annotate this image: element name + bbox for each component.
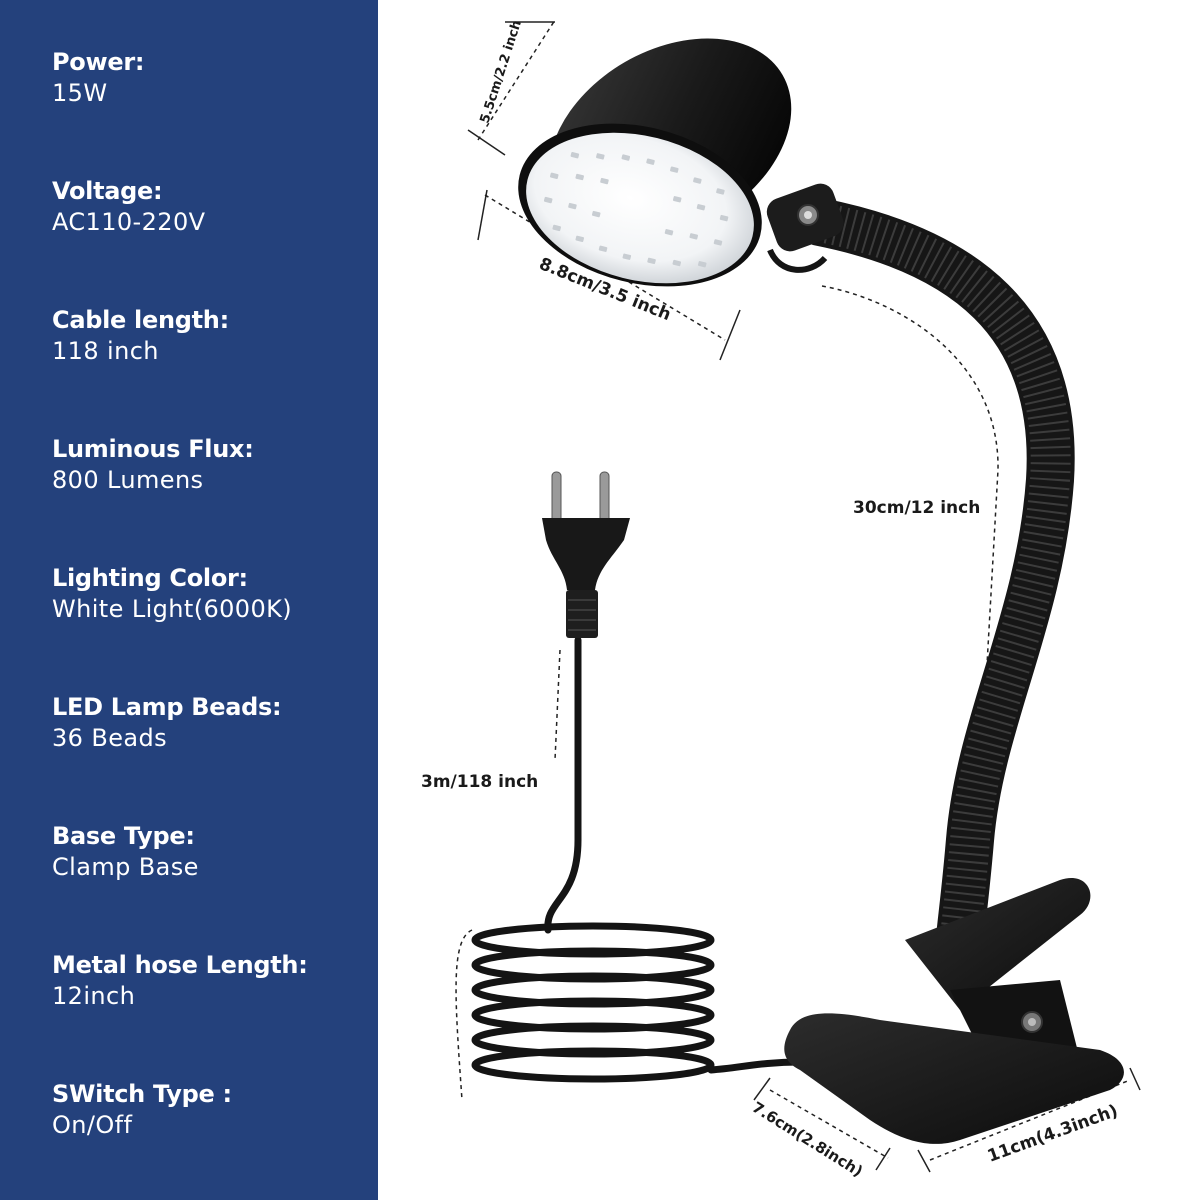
dimension-cable-length: 3m/118 inch [421, 772, 538, 792]
dimension-clamp-width: 7.6cm(2.8inch) [749, 1098, 866, 1180]
spec-lighting-color: Lighting Color: White Light(6000K) [52, 563, 372, 625]
power-plug [542, 471, 630, 638]
spec-label: Lighting Color: [52, 564, 248, 592]
spec-led-beads: LED Lamp Beads: 36 Beads [52, 692, 372, 754]
spec-label: LED Lamp Beads: [52, 693, 282, 721]
spec-label: Power: [52, 48, 145, 76]
gooseneck-hose [796, 198, 1075, 984]
spec-label: SWitch Type : [52, 1080, 232, 1108]
clamp-base [784, 878, 1124, 1144]
spec-power: Power: 15W [52, 47, 372, 109]
spec-panel: Power: 15W Voltage: AC110-220V Cable len… [0, 0, 378, 1200]
spec-switch-type: SWitch Type : On/Off [52, 1079, 372, 1141]
spec-value: White Light(6000K) [52, 595, 293, 623]
coiled-cable [471, 636, 804, 1083]
spec-value: 800 Lumens [52, 466, 204, 494]
spec-value: 118 inch [52, 337, 159, 365]
dimension-ticks [467, 21, 1141, 1173]
product-illustration: 5.5cm/2.2 inch 8.8cm/3.5 inch 30cm/12 in… [421, 19, 1141, 1181]
spec-luminous-flux: Luminous Flux: 800 Lumens [52, 434, 372, 496]
spec-value: Clamp Base [52, 853, 199, 881]
spec-value: 15W [52, 79, 108, 107]
spec-value: On/Off [52, 1111, 133, 1139]
spec-label: Metal hose Length: [52, 951, 308, 979]
dimension-hose-length: 30cm/12 inch [853, 498, 980, 518]
dimension-head-height: 5.5cm/2.2 inch [478, 19, 525, 126]
spec-label: Voltage: [52, 177, 163, 205]
spec-label: Base Type: [52, 822, 195, 850]
spec-value: AC110-220V [52, 208, 206, 236]
spec-base-type: Base Type: Clamp Base [52, 821, 372, 883]
spec-hose-length: Metal hose Length: 12inch [52, 950, 372, 1012]
spec-value: 12inch [52, 982, 136, 1010]
lamp-head [518, 38, 844, 287]
spec-cable-length: Cable length: 118 inch [52, 305, 372, 367]
spec-voltage: Voltage: AC110-220V [52, 176, 372, 238]
spec-label: Luminous Flux: [52, 435, 254, 463]
spec-value: 36 Beads [52, 724, 168, 752]
spec-label: Cable length: [52, 306, 229, 334]
